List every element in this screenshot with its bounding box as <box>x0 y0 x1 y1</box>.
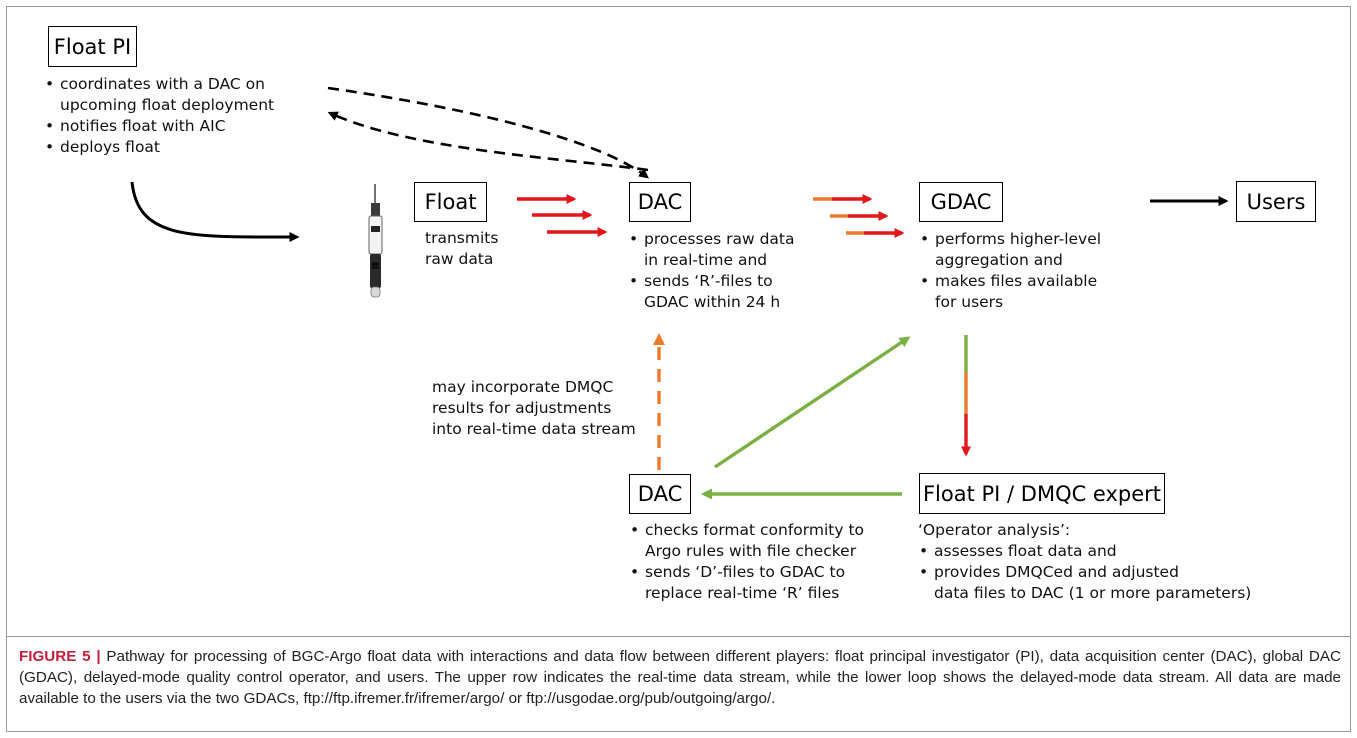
float-pi-task: coordinates with a DAC on upcoming float… <box>44 74 334 116</box>
dac-top-label: DAC <box>637 190 683 214</box>
users-label: Users <box>1246 189 1306 214</box>
dac-bottom-label: DAC <box>637 482 683 506</box>
dac-bottom-box: DAC <box>629 474 691 514</box>
dac-to-gdac-diagonal-arrow <box>714 336 911 469</box>
float-pi-dmqc-label: Float PI / DMQC expert <box>922 481 1162 506</box>
dac-top-task: sends ‘R’-files to GDAC within 24 h <box>628 271 818 313</box>
operator-analysis-heading: ‘Operator analysis’: <box>918 521 1071 539</box>
float-note: transmits raw data <box>425 228 498 270</box>
dac-bottom-tasks: checks format conformity to Argo rules w… <box>629 520 889 604</box>
dac-top-task-line: GDAC within 24 h <box>644 293 781 311</box>
gdac-task: performs higher-level aggregation and <box>919 229 1139 271</box>
float-pi-dmqc-task-line: data files to DAC (1 or more parameters) <box>934 584 1252 602</box>
float-box: Float <box>414 182 487 222</box>
dashed-arrow-pi-to-dac <box>327 86 649 179</box>
deploy-arrow <box>130 181 300 243</box>
dmqc-feedback-line: into real-time data stream <box>432 420 636 438</box>
gdac-task-line: aggregation and <box>935 251 1063 269</box>
dac-top-box: DAC <box>629 182 691 222</box>
float-pi-dmqc-task-line: provides DMQCed and adjusted <box>934 563 1179 581</box>
float-instrument-image <box>368 184 383 298</box>
gdac-label: GDAC <box>930 190 992 214</box>
dmqc-feedback-line: results for adjustments <box>432 399 612 417</box>
float-label: Float <box>424 190 477 214</box>
float-note-line: raw data <box>425 250 494 268</box>
dac-bottom-task-line: sends ‘D’-files to GDAC to <box>645 563 846 581</box>
float-pi-dmqc-tasks: assesses float data and provides DMQCed … <box>918 541 1338 604</box>
float-pi-task: notifies float with AIC <box>44 116 334 137</box>
float-pi-tasks: coordinates with a DAC on upcoming float… <box>44 74 334 158</box>
dac-top-task-line: sends ‘R’-files to <box>644 272 773 290</box>
dac-bottom-task: checks format conformity to Argo rules w… <box>629 520 889 562</box>
dmqc-feedback-note: may incorporate DMQC results for adjustm… <box>432 377 636 440</box>
caption-label: FIGURE 5 | <box>19 648 101 665</box>
gdac-task-line: performs higher-level <box>935 230 1102 248</box>
caption-divider <box>6 636 1351 637</box>
float-pi-dmqc-task: provides DMQCed and adjusted data files … <box>918 562 1338 604</box>
float-pi-box: Float PI <box>48 26 137 67</box>
gdac-box: GDAC <box>919 182 1003 222</box>
dac-to-gdac-arrows <box>813 194 905 238</box>
users-box: Users <box>1236 181 1316 222</box>
dmqc-feedback-line: may incorporate DMQC <box>432 378 614 396</box>
caption-text: Pathway for processing of BGC-Argo float… <box>19 648 1341 707</box>
gdac-task-line: makes files available <box>935 272 1098 290</box>
dashed-arrow-dac-to-pi <box>327 111 649 172</box>
gdac-task: makes files available for users <box>919 271 1139 313</box>
float-pi-task: deploys float <box>44 137 334 158</box>
gdac-task-line: for users <box>935 293 1004 311</box>
dac-top-task-line: in real-time and <box>644 251 768 269</box>
float-note-line: transmits <box>425 229 499 247</box>
dac-top-task-line: processes raw data <box>644 230 795 248</box>
dac-bottom-task-line: Argo rules with file checker <box>645 542 857 560</box>
figure-caption: FIGURE 5 | Pathway for processing of BGC… <box>19 646 1341 709</box>
gdac-tasks: performs higher-level aggregation and ma… <box>919 229 1139 313</box>
dac-top-task: processes raw data in real-time and <box>628 229 818 271</box>
float-pi-task-line: upcoming float deployment <box>60 96 275 114</box>
float-pi-dmqc-box: Float PI / DMQC expert <box>919 473 1165 514</box>
dac-bottom-task-line: checks format conformity to <box>645 521 865 539</box>
float-pi-dmqc-task: assesses float data and <box>918 541 1338 562</box>
dac-top-tasks: processes raw data in real-time and send… <box>628 229 818 313</box>
float-to-dac-arrows <box>517 194 608 237</box>
dac-bottom-task: sends ‘D’-files to GDAC to replace real-… <box>629 562 889 604</box>
float-pi-task-line: coordinates with a DAC on <box>60 75 265 93</box>
float-pi-label: Float PI <box>53 34 132 59</box>
dac-bottom-task-line: replace real-time ‘R’ files <box>645 584 840 602</box>
